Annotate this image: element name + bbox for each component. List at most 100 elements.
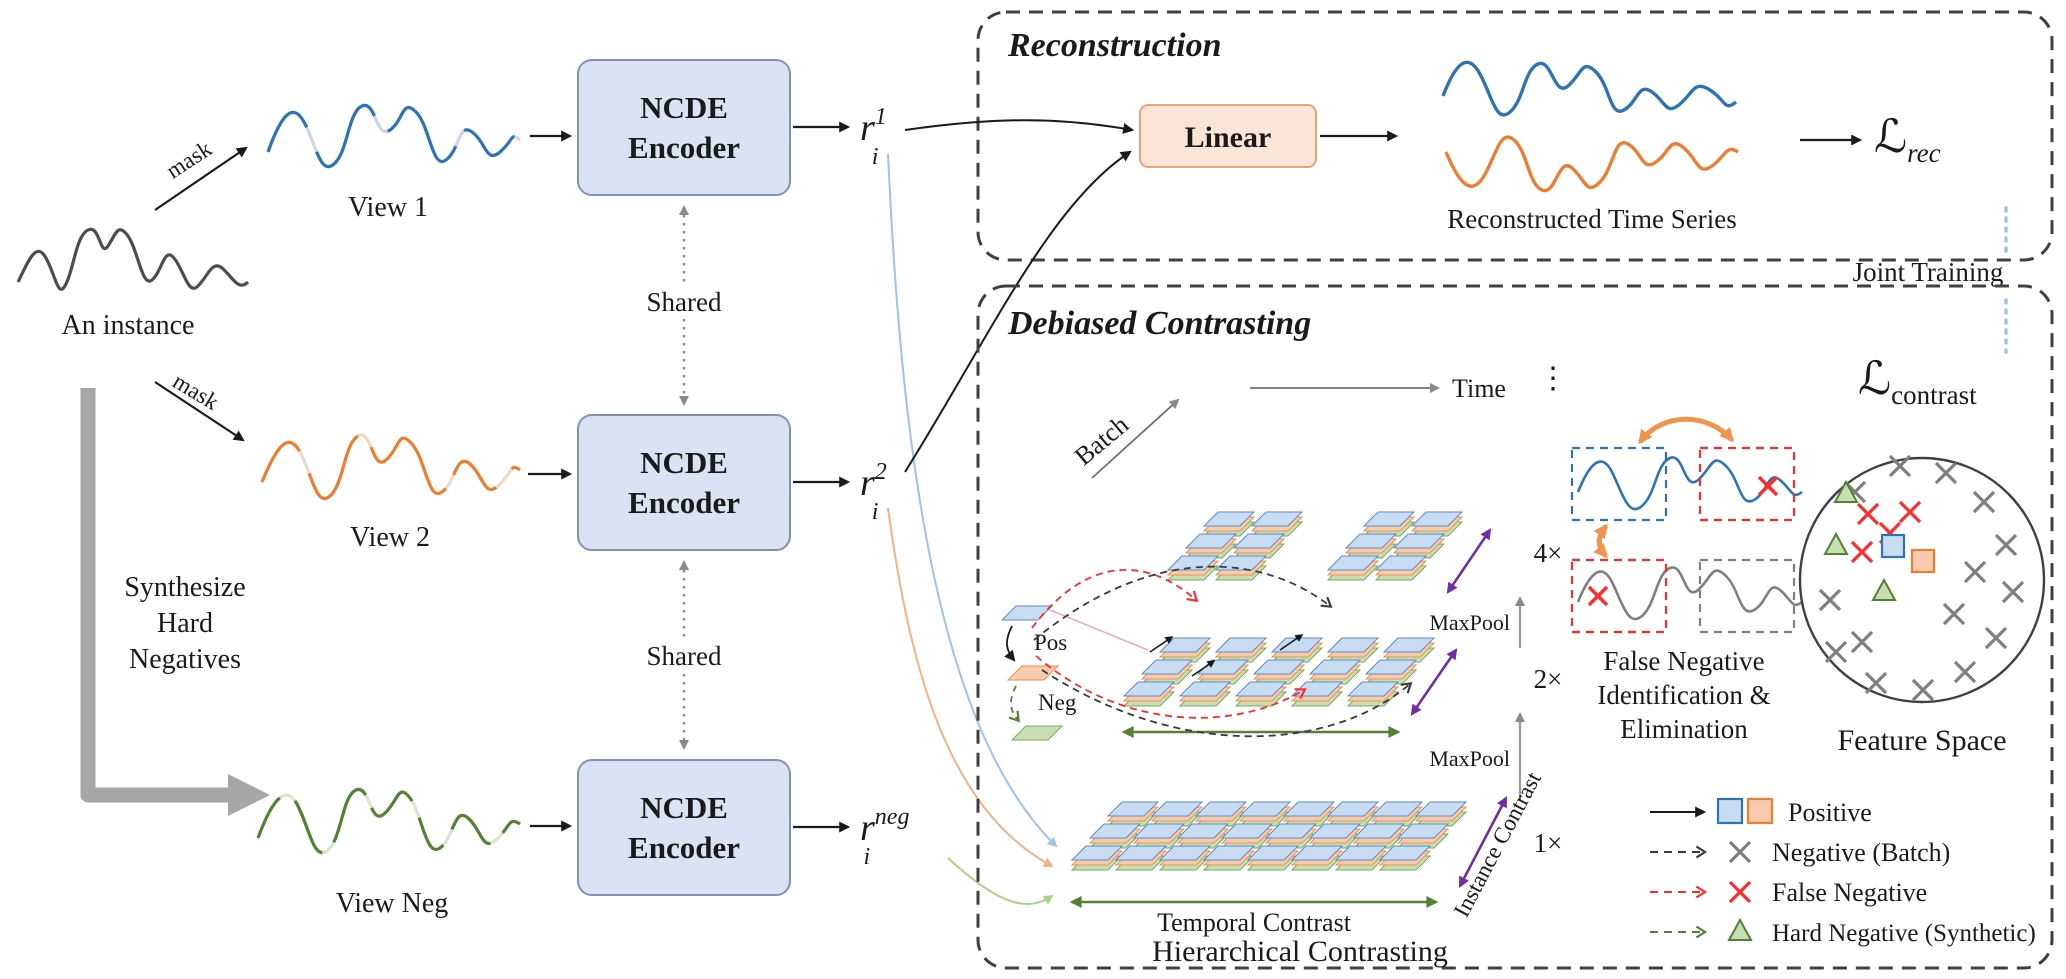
debiased-box [976,284,2054,970]
hierarchical-label: Hierarchical Contrasting [1152,935,1448,968]
negative-arc-2 [1041,669,1413,738]
tile-pointer-arrow-1 [1149,636,1174,653]
batch-axis-arrow [1091,398,1180,479]
pos-neg-mini-legend: Pos Neg [1000,605,1077,741]
instance-contrast-arrow [1458,796,1508,888]
fn-red-x-bottom [1587,585,1609,607]
fn-label-line-1: False Negative [1603,646,1764,676]
view1-series [266,103,521,169]
view1-series-base [266,103,521,169]
feature-space-blue-square [1880,533,1906,559]
neg-tile-green [1010,725,1064,741]
pos-tile-blue [1000,605,1054,621]
legend-hard-negative-label: Hard Negative (Synthetic) [1772,920,2036,947]
fn-red-x-top [1757,475,1779,497]
legend-row-hard-negative: Hard Negative (Synthetic) [1650,919,2036,947]
recon-series-blue [1441,60,1738,117]
maxpool-label-1: MaxPool [1429,610,1510,635]
tile-grid-level-3 [1168,512,1462,580]
instance-series [16,227,250,291]
view1-label: View 1 [348,192,428,223]
legend: Positive Negative (Batch) False Negative… [1650,797,2036,947]
recon-series-label: Reconstructed Time Series [1447,204,1736,234]
loss-rec: ℒrec [1874,109,1941,168]
mask-arrow-1 [154,146,248,211]
synthesize-line-1: Synthesize [124,572,245,603]
shared-label-1: Shared [647,287,722,317]
negative-arc-1 [1033,565,1333,641]
pos-label: Pos [1034,630,1067,655]
fn-series-blue [1576,456,1803,511]
legend-negative-batch-label: Negative (Batch) [1772,838,1950,867]
view2-series-base [260,433,521,500]
scale-1x-label: 1× [1534,828,1563,858]
instance-label: An instance [62,310,195,341]
loss-contrast: ℒcontrast [1858,351,1977,410]
maxpool-label-2: MaxPool [1429,746,1510,771]
linear-box: Linear [1139,104,1317,168]
shared-link-2: Shared [640,560,728,750]
reconstruction-box [976,10,2054,262]
view2-label: View 2 [350,522,430,553]
tile-grid-level-2 [1124,638,1434,706]
fn-label-line-2: Identification & [1597,680,1770,710]
viewneg-series-base [256,788,521,855]
reconstruction-title: Reconstruction [1007,27,1221,64]
ncde-encoder-box-2: NCDE Encoder [577,414,791,551]
tile-pointer-arrow-2 [1191,660,1216,677]
svg-text:NCDE: NCDE [640,90,728,125]
ncde-encoder-box-3: NCDE Encoder [577,759,791,896]
legend-row-negative-batch: Negative (Batch) [1650,838,1950,867]
feature-space: Feature Space [1798,454,2046,757]
neg-arrow [1008,685,1020,723]
fn-series-gray [1576,566,1803,621]
feature-space-label: Feature Space [1837,724,2006,757]
feature-space-circle [1798,456,2046,704]
svg-text:Encoder: Encoder [628,130,740,165]
ncde-encoder-box-1: NCDE Encoder [577,59,791,196]
mask-arrow-2 [154,381,245,442]
fn-box-red-top [1698,446,1796,522]
synthesize-arrow [80,388,270,816]
temporal-contrast-label: Temporal Contrast [1157,908,1352,937]
r2-to-contrast-curve [887,507,1054,867]
r1-to-linear-arrow [904,119,1135,134]
false-negative-arc-1 [1031,569,1199,629]
synthesize-line-2: Hard [157,608,213,639]
linear-label: Linear [1185,121,1272,154]
scale-4x-label: 4× [1534,538,1563,568]
batch-axis-label: Batch [1069,410,1134,471]
legend-positive-label: Positive [1788,798,1872,827]
r2-to-linear-arrow [904,150,1132,473]
debiased-title: Debiased Contrasting [1007,305,1311,342]
time-axis-label: Time [1452,374,1506,403]
feature-space-orange-square [1910,548,1936,574]
pos-arrow [1004,625,1016,662]
false-negative-arc-2 [1035,655,1307,719]
fn-label-line-3: Elimination [1620,714,1748,744]
pos-tile-orange [1006,665,1060,681]
tile-grid-level-1 [1072,802,1466,870]
maxpool-arrow-level3 [1446,528,1492,594]
r1-to-contrast-curve [887,153,1058,848]
viewneg-label: View Neg [336,888,449,919]
mask-label-1: mask [162,136,217,184]
tile-pointer-arrow-3 [1279,634,1304,651]
scale-2x-label: 2× [1534,664,1563,694]
view2-series [260,433,521,500]
legend-row-false-negative: False Negative [1650,878,1927,907]
shared-link-1: Shared [640,205,728,406]
fn-compare-arc-top [1637,416,1734,445]
svg-text:NCDE: NCDE [640,445,728,480]
fn-box-red-bottom [1570,558,1668,634]
legend-row-positive: Positive [1650,797,1872,827]
fn-box-blue [1570,446,1668,522]
legend-false-negative-label: False Negative [1772,878,1927,907]
joint-training-label: Joint Training [1853,257,2004,287]
shared-label-2: Shared [647,641,722,671]
